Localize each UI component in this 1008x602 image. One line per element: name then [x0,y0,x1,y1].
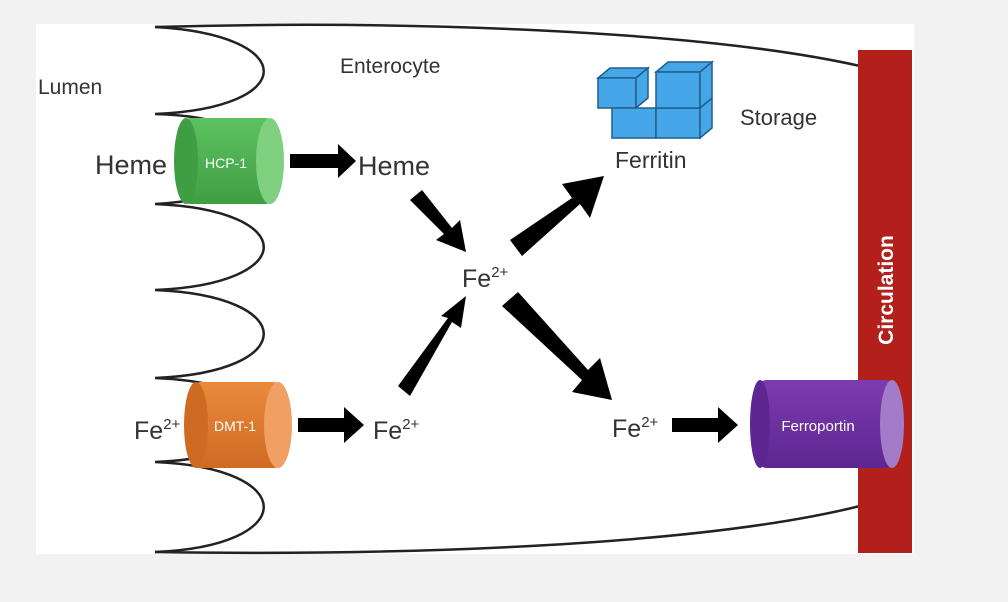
hcp1-transporter [174,118,284,204]
arrow-dmt1-to-fe [298,407,364,443]
fe-after-dmt1-charge: 2+ [402,416,419,433]
fe-before-ferroportin-label: Fe2+ [612,414,659,443]
enterocyte-label: Enterocyte [340,55,440,78]
circulation-bar [858,50,912,553]
arrow-heme-to-fe [410,190,466,252]
arrow-center-to-ferritin [510,176,604,256]
lumen-label: Lumen [38,76,102,99]
hcp1-label: HCP-1 [205,155,247,171]
ferroportin-label: Ferroportin [781,418,854,435]
ferritin-label: Ferritin [615,147,687,173]
fe-lumen-charge: 2+ [163,416,180,433]
circulation-label: Circulation [875,235,898,345]
fe-after-dmt1-label: Fe2+ [373,416,420,445]
arrow-fe-to-center [398,296,466,396]
heme-cytosol-label: Heme [358,151,430,181]
storage-label: Storage [740,105,817,130]
enterocyte-outline [154,23,861,555]
dmt1-label: DMT-1 [214,418,256,434]
fe-center-label: Fe2+ [462,264,509,293]
fe-lumen-label: Fe2+ [134,416,181,445]
dmt1-transporter [184,382,292,468]
heme-lumen-label: Heme [95,150,167,180]
arrows [290,144,738,443]
microvilli-membrane [154,25,265,554]
fe-before-ferroportin-charge: 2+ [641,414,658,431]
arrow-fe-to-ferroportin [672,407,738,443]
ferritin-cubes-icon [595,60,715,140]
fe-center-charge: 2+ [491,264,508,281]
ferroportin-transporter [750,380,904,468]
arrow-hcp1-to-heme [290,144,356,178]
arrow-center-to-fe-right [502,292,612,400]
